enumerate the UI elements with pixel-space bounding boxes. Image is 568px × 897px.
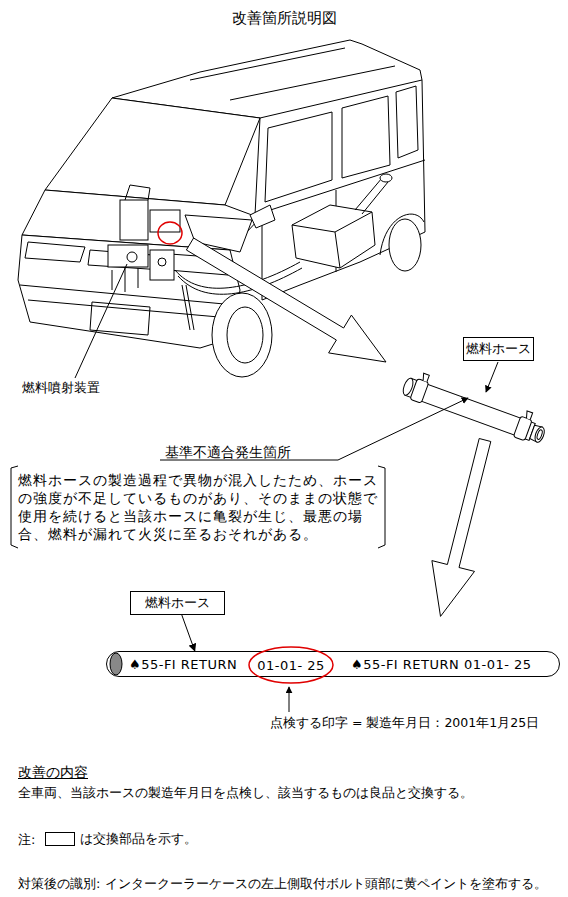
marking-ellipse: 01-01- 25 <box>248 646 334 684</box>
legend-row: は交換部品を示す。 <box>45 830 197 848</box>
highlight-circle <box>158 222 182 244</box>
inspection-note: 点検する印字 = 製造年月日：2001年1月25日 <box>270 715 566 732</box>
body-text: 全車両、当該ホースの製造年月日を点検し、該当するものは良品と交換する。 <box>18 784 563 802</box>
hose-marking: ♠55-FI RETURN 01-01- 25 <box>351 657 532 672</box>
part-name: 燃料ホース <box>145 594 210 612</box>
section-heading: 基準不適合発生箇所 <box>165 443 355 462</box>
diagram-title: 改善箇所説明図 <box>0 8 568 28</box>
connector-arrow <box>182 615 195 651</box>
part-name: 燃料ホース <box>466 340 531 358</box>
ellipse-shape <box>249 647 333 683</box>
date-code: 01-01- 25 <box>257 658 325 673</box>
hose-band: ♠55-FI RETURN ♠55-FI RETURN 01-01- 25 01-0… <box>106 651 560 677</box>
leader-line <box>289 687 290 712</box>
section-heading: 改善の内容 <box>18 763 218 781</box>
part-label: 燃料噴射装置 <box>22 379 152 397</box>
hollow-arrow <box>432 439 491 617</box>
car-drawing <box>18 40 425 377</box>
hose-drawing <box>401 368 550 446</box>
body-text: 対策後の識別: インタークーラーケースの左上側取付ボルト頭部に黄ペイントを塗布す… <box>18 875 568 893</box>
part-name-box: 燃料ホース <box>463 337 534 361</box>
engine-parts <box>108 185 180 292</box>
bracket <box>11 466 18 548</box>
part-name-box: 燃料ホース <box>130 591 225 615</box>
hollow-arrow <box>186 238 386 362</box>
legend-text: は交換部品を示す。 <box>80 830 197 848</box>
fuel-tank <box>292 174 392 268</box>
leader-line <box>486 362 498 392</box>
leader-line <box>75 264 127 378</box>
bracket <box>378 466 385 548</box>
legend-swatch <box>45 832 75 846</box>
hose-marking: ♠55-FI RETURN <box>129 657 237 672</box>
note-text: 燃料ホースの製造過程で異物が混入したため、ホースの強度が不足しているものがあり、… <box>18 471 390 543</box>
hose-end <box>110 653 122 675</box>
